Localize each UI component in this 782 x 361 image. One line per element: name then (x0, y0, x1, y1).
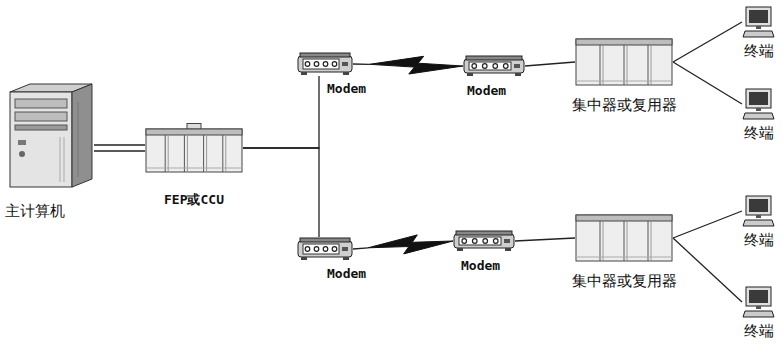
connector-line (673, 211, 742, 238)
modem-node: Modem (463, 55, 525, 98)
node-label: Modem (327, 266, 366, 281)
modem-icon (463, 55, 525, 77)
term-node: 终端 (742, 195, 775, 250)
fep-icon (145, 123, 243, 173)
node-label: Modem (327, 81, 366, 96)
term-icon (742, 195, 775, 227)
connector-line (243, 148, 319, 237)
host-node: 主计算机 (8, 82, 94, 221)
connector-line (515, 238, 575, 241)
connector-line (353, 248, 368, 249)
connector (673, 211, 742, 238)
connector (94, 145, 145, 151)
connector (353, 235, 453, 254)
conc-icon (575, 214, 673, 262)
node-label: 集中器或复用器 (572, 96, 677, 115)
lightning-bolt (370, 56, 464, 74)
term-icon (742, 286, 775, 318)
modem-node: Modem (297, 237, 366, 281)
connector-line (525, 62, 575, 66)
connector (525, 62, 575, 66)
conc-icon (575, 38, 673, 86)
modem-icon (297, 237, 353, 261)
connector (353, 56, 463, 74)
node-label: 终端 (744, 42, 774, 61)
connector (243, 76, 319, 148)
connector (243, 148, 319, 237)
host-icon (8, 82, 94, 190)
node-label: Modem (467, 83, 506, 98)
connector-line (673, 238, 742, 302)
conc-node: 集中器或复用器 (572, 214, 677, 291)
connector (515, 238, 575, 241)
connector-line (94, 150, 145, 151)
node-label: FEP或CCU (164, 191, 224, 209)
lightning-bolt (368, 235, 453, 254)
node-label: 终端 (744, 322, 774, 341)
modem-icon (453, 230, 515, 252)
term-icon (742, 88, 775, 120)
term-node: 终端 (742, 6, 775, 61)
modem-node: Modem (453, 230, 515, 273)
connector-line (673, 22, 742, 62)
term-node: 终端 (742, 286, 775, 341)
connector-line (243, 76, 319, 148)
node-label: 终端 (744, 231, 774, 250)
fep-node: FEP或CCU (145, 123, 243, 209)
node-label: 主计算机 (5, 202, 65, 221)
node-label: 集中器或复用器 (572, 272, 677, 291)
node-label: 终端 (744, 124, 774, 143)
connector (673, 238, 742, 302)
term-node: 终端 (742, 88, 775, 143)
node-label: Modem (461, 258, 500, 273)
connector-line (673, 62, 742, 104)
term-icon (742, 6, 775, 38)
modem-icon (297, 52, 353, 76)
modem-node: Modem (297, 52, 366, 96)
connector-line (353, 63, 370, 65)
conc-node: 集中器或复用器 (572, 38, 677, 115)
connector (673, 62, 742, 104)
connector-line (94, 144, 145, 145)
connector (673, 22, 742, 62)
